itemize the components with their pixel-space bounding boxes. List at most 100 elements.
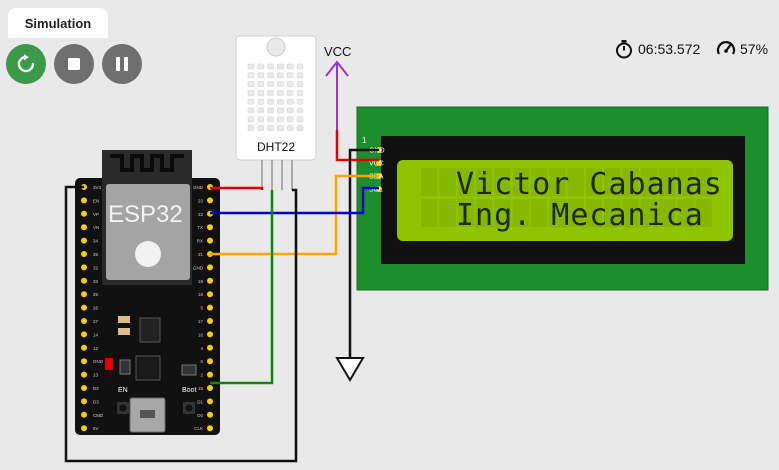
dht22-vent: [267, 98, 274, 105]
esp32-pin-label: 14: [93, 332, 99, 337]
esp32-pin-27[interactable]: [81, 318, 87, 324]
simulation-speed-value: 57%: [740, 41, 769, 57]
esp32-pin-D1[interactable]: [207, 398, 213, 405]
esp32-pin-17[interactable]: [207, 318, 213, 324]
lcd-1602-display[interactable]: Victor Cabanas Ing. Mecanica 1 GNDVCCSDA…: [356, 106, 769, 291]
restart-button[interactable]: [6, 44, 46, 84]
dht22-sensor[interactable]: DHT22: [235, 35, 317, 190]
en-label: EN: [118, 387, 128, 394]
esp32-pin-GND[interactable]: [207, 264, 213, 271]
esp32-pin-0[interactable]: [207, 358, 213, 365]
esp32-pin-label: 33: [93, 279, 99, 284]
wire-vcc-lcd[interactable]: [335, 130, 379, 162]
pause-icon: [116, 57, 128, 71]
esp32-pin-label: 34: [93, 239, 99, 244]
esp32-pin-GND[interactable]: [81, 358, 87, 365]
esp32-pin-34[interactable]: [81, 237, 87, 244]
esp32-pin-33[interactable]: [81, 277, 87, 284]
esp32-pin-2[interactable]: [207, 371, 213, 378]
esp32-pin-14[interactable]: [81, 331, 87, 338]
pause-button[interactable]: [102, 44, 142, 84]
lcd-cell: [640, 199, 658, 227]
esp32-pin-13[interactable]: [81, 371, 87, 378]
dht22-vent: [257, 98, 265, 105]
lcd-cell: [421, 168, 438, 196]
esp32-pin-label: 21: [198, 252, 204, 257]
wire-dht-data[interactable]: [210, 190, 274, 385]
lcd-cell: [604, 168, 621, 196]
lcd-cell: [457, 199, 475, 227]
esp32-pin-5V[interactable]: [81, 425, 87, 432]
simulation-tab[interactable]: Simulation: [8, 8, 108, 38]
dht22-vent: [277, 125, 284, 131]
dht22-vent: [286, 98, 294, 105]
dht22-vent: [277, 81, 284, 87]
dht22-vent: [286, 90, 294, 96]
esp32-pin-VP[interactable]: [81, 210, 87, 217]
lcd-cell: [622, 168, 639, 196]
wire-gnd-lcd[interactable]: [348, 148, 379, 358]
vcc-power-symbol[interactable]: VCC: [324, 44, 351, 130]
esp32-pin-12[interactable]: [81, 344, 87, 351]
esp32-pin-label: GND: [193, 265, 204, 270]
esp32-pin-16[interactable]: [207, 331, 213, 338]
lcd-pin-label: SCL: [369, 187, 383, 194]
esp32-pin-15[interactable]: [207, 385, 213, 391]
dht22-vent: [277, 90, 284, 96]
lcd-line-2: Ing. Mecanica: [456, 198, 704, 233]
esp32-pin-CMD[interactable]: [81, 411, 87, 418]
esp32-board[interactable]: ESP32 3V3ENVPVN343532332526271412GND13D2…: [75, 150, 220, 435]
esp32-pin-35[interactable]: [81, 251, 87, 257]
dht22-vent: [286, 116, 294, 123]
dht22-vent: [286, 125, 294, 131]
dht22-vent: [286, 63, 294, 70]
esp32-pin-18[interactable]: [207, 291, 213, 298]
esp32-pin-25[interactable]: [81, 291, 87, 298]
dht22-vent: [296, 72, 304, 79]
ground-symbol[interactable]: [335, 357, 365, 382]
esp32-pin-label: D3: [93, 399, 99, 404]
esp32-pin-32[interactable]: [81, 264, 87, 271]
dht22-vent: [267, 90, 274, 96]
dht22-vent: [247, 63, 255, 70]
esp32-pin-26[interactable]: [81, 304, 87, 311]
lcd-cell: [530, 168, 548, 196]
lcd-pin-vcc[interactable]: [376, 160, 382, 166]
lcd-cell: [475, 199, 493, 227]
wire-dht-vcc[interactable]: [210, 186, 264, 190]
dht22-vent: [277, 107, 284, 114]
dht22-vent: [247, 107, 255, 114]
lcd-cell: [695, 168, 712, 196]
esp32-pin-EN[interactable]: [81, 197, 87, 204]
lcd-cell: [677, 199, 694, 227]
vcc-label: VCC: [324, 44, 351, 59]
esp32-pin-23[interactable]: [207, 197, 213, 204]
esp32-pin-D2[interactable]: [81, 385, 87, 391]
lcd-cell: [494, 168, 511, 196]
dht22-vent: [286, 107, 294, 114]
esp32-pin-D3[interactable]: [81, 398, 87, 405]
dht22-vent: [296, 81, 304, 87]
esp32-pin-19[interactable]: [207, 277, 213, 284]
lcd-cell: [677, 168, 694, 196]
esp32-pin-TX[interactable]: [207, 224, 213, 231]
esp32-pin-RX[interactable]: [207, 237, 213, 244]
esp32-pin-headers: 3V3ENVPVN343532332526271412GND13D2D3CMD5…: [81, 184, 213, 432]
esp32-pin-label: 4: [200, 346, 203, 351]
wire-dht-gnd[interactable]: [64, 185, 298, 463]
esp32-pin-VN[interactable]: [81, 224, 87, 231]
esp32-pin-5[interactable]: [207, 304, 213, 311]
esp32-pin-label: 22: [198, 212, 204, 217]
stop-icon: [68, 58, 80, 70]
stop-button[interactable]: [54, 44, 94, 84]
lcd-pin-label: VCC: [369, 161, 384, 168]
esp32-pin-CLK[interactable]: [207, 425, 213, 432]
stopwatch-icon: [616, 40, 632, 59]
wire-scl[interactable]: [210, 186, 379, 215]
wires[interactable]: [64, 130, 379, 463]
esp32-pin-D0[interactable]: [207, 411, 213, 418]
esp32-pin-4[interactable]: [207, 344, 213, 351]
dht22-vent: [247, 90, 255, 96]
esp32-label: ESP32: [108, 201, 183, 228]
